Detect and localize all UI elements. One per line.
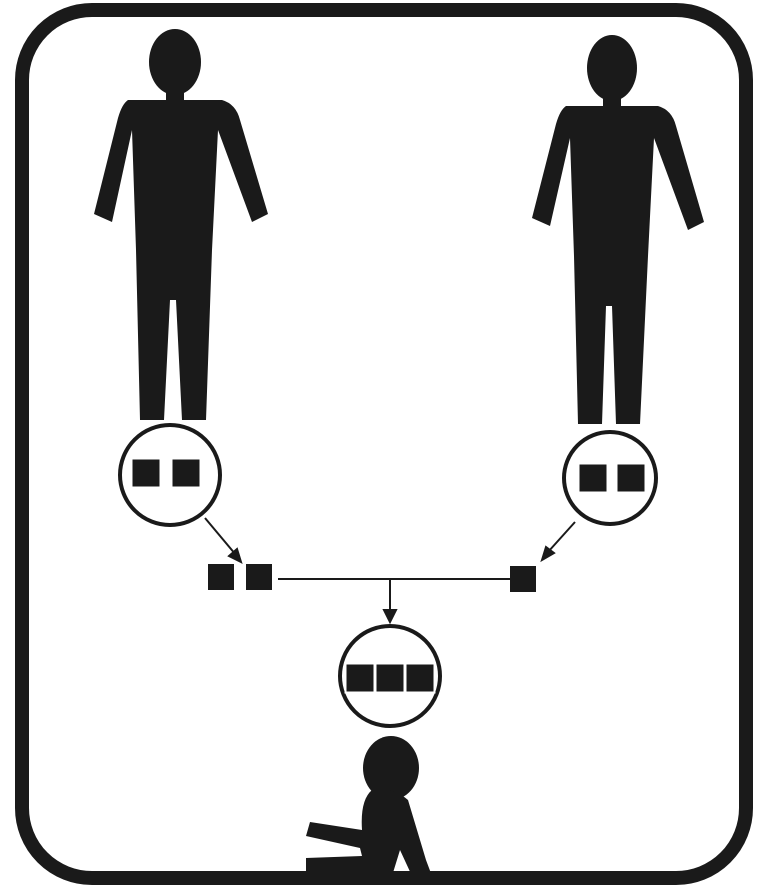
chromosome-square <box>406 664 435 693</box>
left-parent-cell <box>120 425 220 525</box>
chromosome-square <box>246 564 272 590</box>
right-gamete <box>510 566 536 592</box>
right-parent-cell <box>564 432 656 524</box>
chromosome-square <box>376 664 405 693</box>
chromosome-square <box>510 566 536 592</box>
chromosome-square <box>346 664 375 693</box>
chromosome-square <box>173 460 200 487</box>
child-cell <box>340 626 440 726</box>
chromosome-square <box>133 460 160 487</box>
chromosome-square <box>208 564 234 590</box>
chromosome-square <box>618 465 645 492</box>
chromosome-square <box>580 465 607 492</box>
